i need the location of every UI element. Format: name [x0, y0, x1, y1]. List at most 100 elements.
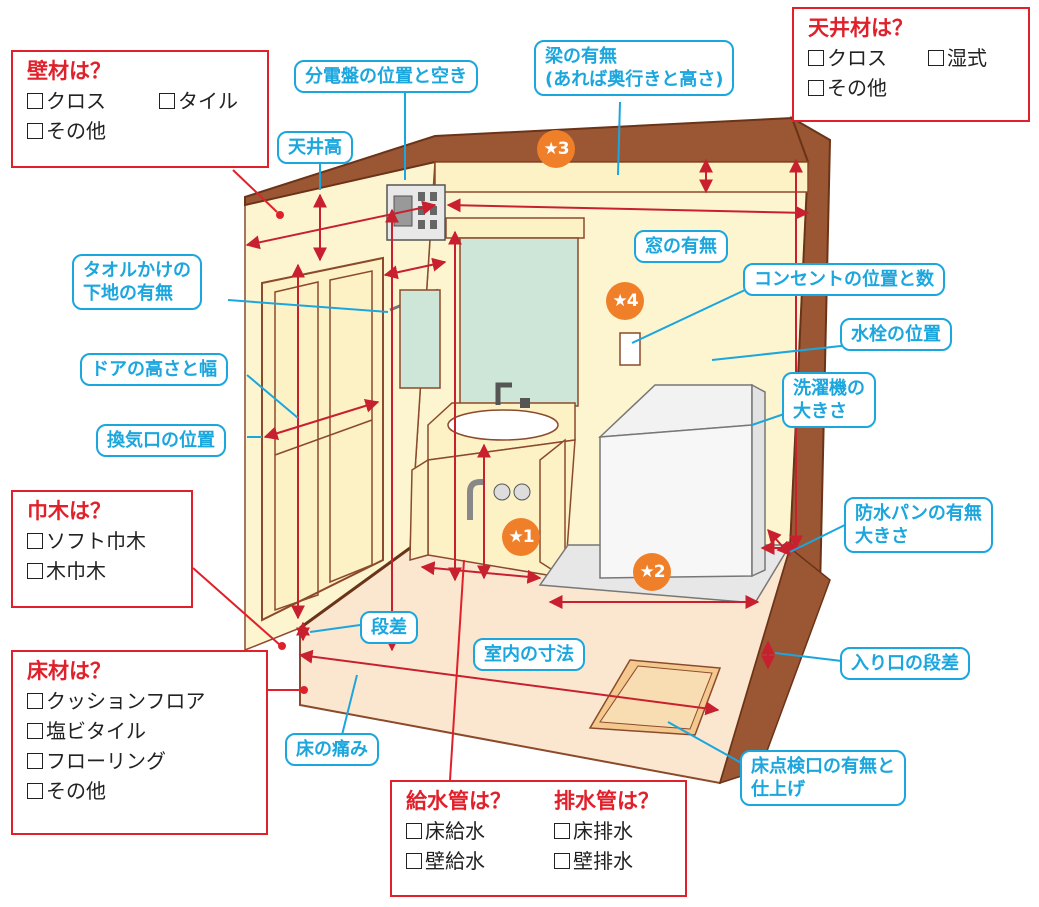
box-ceiling: 天井材は？ クロス 湿式 その他: [792, 7, 1030, 122]
callout-hatch-line2: 仕上げ: [751, 779, 805, 800]
door-panel-right: [329, 270, 373, 584]
callout-entry-step: 入り口の段差: [840, 647, 970, 680]
checkbox-icon: [554, 823, 570, 839]
callout-beam-line2: (あれば奥行きと高さ): [545, 69, 724, 90]
callout-faucet: 水栓の位置: [840, 318, 952, 351]
callout-washer: 洗濯機の 大きさ: [782, 372, 876, 428]
checkbox-icon: [27, 723, 43, 739]
callout-pan-line2: 大きさ: [855, 526, 909, 547]
towel: [399, 289, 441, 389]
checkbox-icon: [27, 783, 43, 799]
box-baseboard-opt1: ソフト巾木: [46, 529, 146, 553]
callout-floor-damage: 床の痛み: [285, 733, 379, 766]
callout-window: 窓の有無: [634, 230, 728, 263]
faucet-spout: [495, 382, 512, 405]
callout-pan: 防水パンの有無 大きさ: [844, 497, 993, 553]
box-ceiling-title: 天井材は？: [808, 16, 913, 40]
star-marker-3: ★3: [537, 130, 575, 168]
checkbox-icon: [27, 693, 43, 709]
washer-front: [599, 424, 753, 579]
box-pipe-opt3: 壁給水: [425, 849, 485, 873]
box-wall-opt1: クロス: [46, 89, 106, 113]
star-marker-1: ★1: [502, 518, 540, 556]
checkbox-icon: [27, 123, 43, 139]
faucet-handle: [520, 398, 530, 408]
box-baseboard-row2: 木巾木: [27, 556, 177, 586]
box-floor: 床材は？ クッションフロア 塩ビタイル フローリング その他: [11, 650, 268, 835]
box-wall-row1: クロス タイル: [27, 86, 253, 116]
checkbox-icon: [808, 50, 824, 66]
door-frame: [261, 256, 384, 622]
checkbox-icon: [554, 853, 570, 869]
checkbox-icon: [808, 80, 824, 96]
box-pipe-opt2: 床排水: [573, 819, 633, 843]
checkbox-icon: [159, 93, 175, 109]
box-floor-row1: クッションフロア: [27, 686, 252, 716]
box-ceiling-opt1: クロス: [827, 46, 887, 70]
box-pipe-opt1: 床給水: [425, 819, 485, 843]
box-wall-opt2: タイル: [178, 89, 238, 113]
callout-outlet: コンセントの位置と数: [743, 263, 945, 296]
box-wall-row2: その他: [27, 116, 253, 146]
checkbox-icon: [406, 853, 422, 869]
checkbox-icon: [27, 533, 43, 549]
callout-beam: 梁の有無 (あれば奥行きと高さ): [534, 40, 735, 96]
box-floor-opt1: クッションフロア: [46, 689, 206, 713]
callout-towel-line1: タオルかけの: [83, 260, 191, 281]
star-marker-2: ★2: [633, 553, 671, 591]
beam: [434, 161, 809, 193]
callout-ceiling-height: 天井高: [277, 131, 353, 164]
mirror: [459, 237, 579, 407]
box-ceiling-row1: クロス 湿式: [808, 43, 1014, 73]
water-valve-2: [513, 483, 531, 501]
callout-room: 室内の寸法: [473, 638, 585, 671]
box-wall: 壁材は？ クロス タイル その他: [11, 50, 269, 168]
vanity-door-left: [409, 458, 429, 561]
washer-side: [751, 383, 766, 578]
callout-hatch: 床点検口の有無と 仕上げ: [740, 750, 906, 806]
box-wall-title: 壁材は？: [27, 59, 111, 83]
box-baseboard-title: 巾木は？: [27, 499, 111, 523]
callout-towel-line2: 下地の有無: [83, 283, 173, 304]
checkbox-icon: [27, 753, 43, 769]
water-valve-1: [493, 483, 511, 501]
callout-breaker: 分電盤の位置と空き: [294, 60, 478, 93]
box-pipe-opt4: 壁排水: [573, 849, 633, 873]
box-floor-opt2: 塩ビタイル: [46, 719, 146, 743]
callout-door: ドアの高さと幅: [80, 353, 228, 386]
box-pipe-row1: 床給水 床排水: [406, 816, 671, 846]
box-ceiling-opt3: その他: [827, 76, 887, 100]
mirror-cabinet-top: [445, 217, 585, 239]
box-baseboard-row1: ソフト巾木: [27, 526, 177, 556]
callout-hatch-line1: 床点検口の有無と: [751, 756, 895, 777]
star-marker-4: ★4: [606, 282, 644, 320]
callout-vent: 換気口の位置: [96, 424, 226, 457]
box-floor-row2: 塩ビタイル: [27, 716, 252, 746]
callout-step: 段差: [360, 611, 418, 644]
box-pipe-title2: 排水管は？: [554, 789, 659, 813]
box-ceiling-row2: その他: [808, 73, 1014, 103]
checkbox-icon: [928, 50, 944, 66]
box-pipe-titles: 給水管は？ 排水管は？: [406, 786, 671, 816]
box-floor-row3: フローリング: [27, 746, 252, 776]
box-baseboard-opt2: 木巾木: [46, 559, 106, 583]
box-ceiling-opt2: 湿式: [947, 46, 987, 70]
checkbox-icon: [406, 823, 422, 839]
box-pipe-row2: 壁給水 壁排水: [406, 846, 671, 876]
box-baseboard: 巾木は？ ソフト巾木 木巾木: [11, 490, 193, 608]
box-wall-opt3: その他: [46, 119, 106, 143]
box-pipe-title1: 給水管は？: [406, 789, 511, 813]
callout-beam-line1: 梁の有無: [545, 46, 617, 67]
callout-pan-line1: 防水パンの有無: [855, 503, 982, 524]
box-pipe: 給水管は？ 排水管は？ 床給水 床排水 壁給水 壁排水: [390, 780, 687, 897]
callout-washer-line1: 洗濯機の: [793, 378, 865, 399]
box-floor-opt3: フローリング: [46, 749, 166, 773]
callout-towel: タオルかけの 下地の有無: [72, 254, 202, 310]
callout-washer-line2: 大きさ: [793, 401, 847, 422]
box-floor-opt4: その他: [46, 779, 106, 803]
box-floor-title: 床材は？: [27, 659, 111, 683]
sink-basin: [447, 409, 559, 441]
checkbox-icon: [27, 563, 43, 579]
wall-outlet: [619, 332, 641, 366]
